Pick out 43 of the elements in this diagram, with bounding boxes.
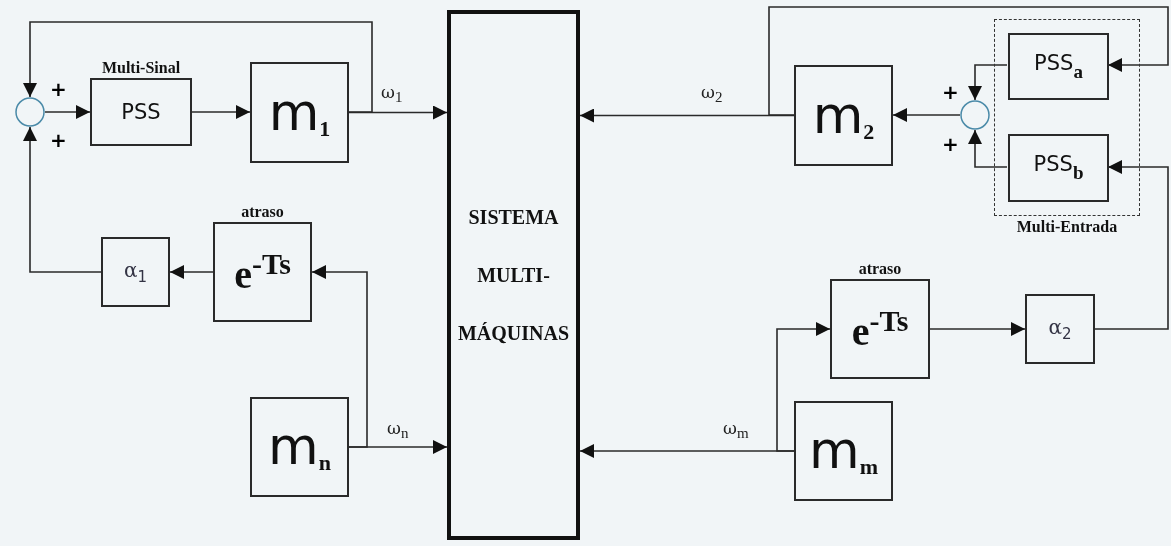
machine-box [794,65,893,166]
block-box [1008,134,1109,202]
machine-box [250,62,349,163]
block-text: e$^{-Ts}$ [851,306,909,352]
arrow [776,322,831,452]
block-caption: Multi-Sinal [100,59,182,77]
sign-label: + [50,130,67,150]
block-text: m$_{m}$ [809,424,878,478]
machine-box [794,401,893,501]
arrow [968,64,1008,101]
block-text: m$_{n}$ [268,420,331,474]
sign-label: + [50,79,67,99]
block-text: SISTEMA MULTI-MÁQUINAS [456,205,571,346]
sign-label: + [942,134,959,154]
arrow [1094,160,1169,330]
system-block [447,10,580,540]
arrow [768,6,1169,116]
arrow [191,105,251,119]
block-text: α$_{2}$ [1048,315,1072,343]
arrow [311,265,368,448]
arrow [892,108,961,122]
summing-junction [960,100,990,130]
arrow [23,126,102,273]
gain-box [1025,294,1095,364]
gain-box [101,237,170,307]
arrow [169,265,214,279]
block-box [1008,33,1109,100]
arrow [44,105,91,119]
block-text: e$^{-Ts}$ [234,249,291,295]
machine-box [250,397,349,497]
block-caption: atraso [857,260,903,278]
block-caption: atraso [240,203,285,221]
block-text: m$_{2}$ [812,88,875,143]
block-text: PSS [121,100,161,124]
arrow [929,322,1026,336]
block-text: α$_{1}$ [123,258,148,286]
group-label: Multi-Entrada [1015,218,1119,236]
block-text: m$_{1}$ [268,85,331,140]
summing-junction [15,97,45,127]
sign-label: + [942,82,959,102]
arrow [23,21,373,113]
arrow [968,129,1008,168]
arrow [348,440,448,454]
